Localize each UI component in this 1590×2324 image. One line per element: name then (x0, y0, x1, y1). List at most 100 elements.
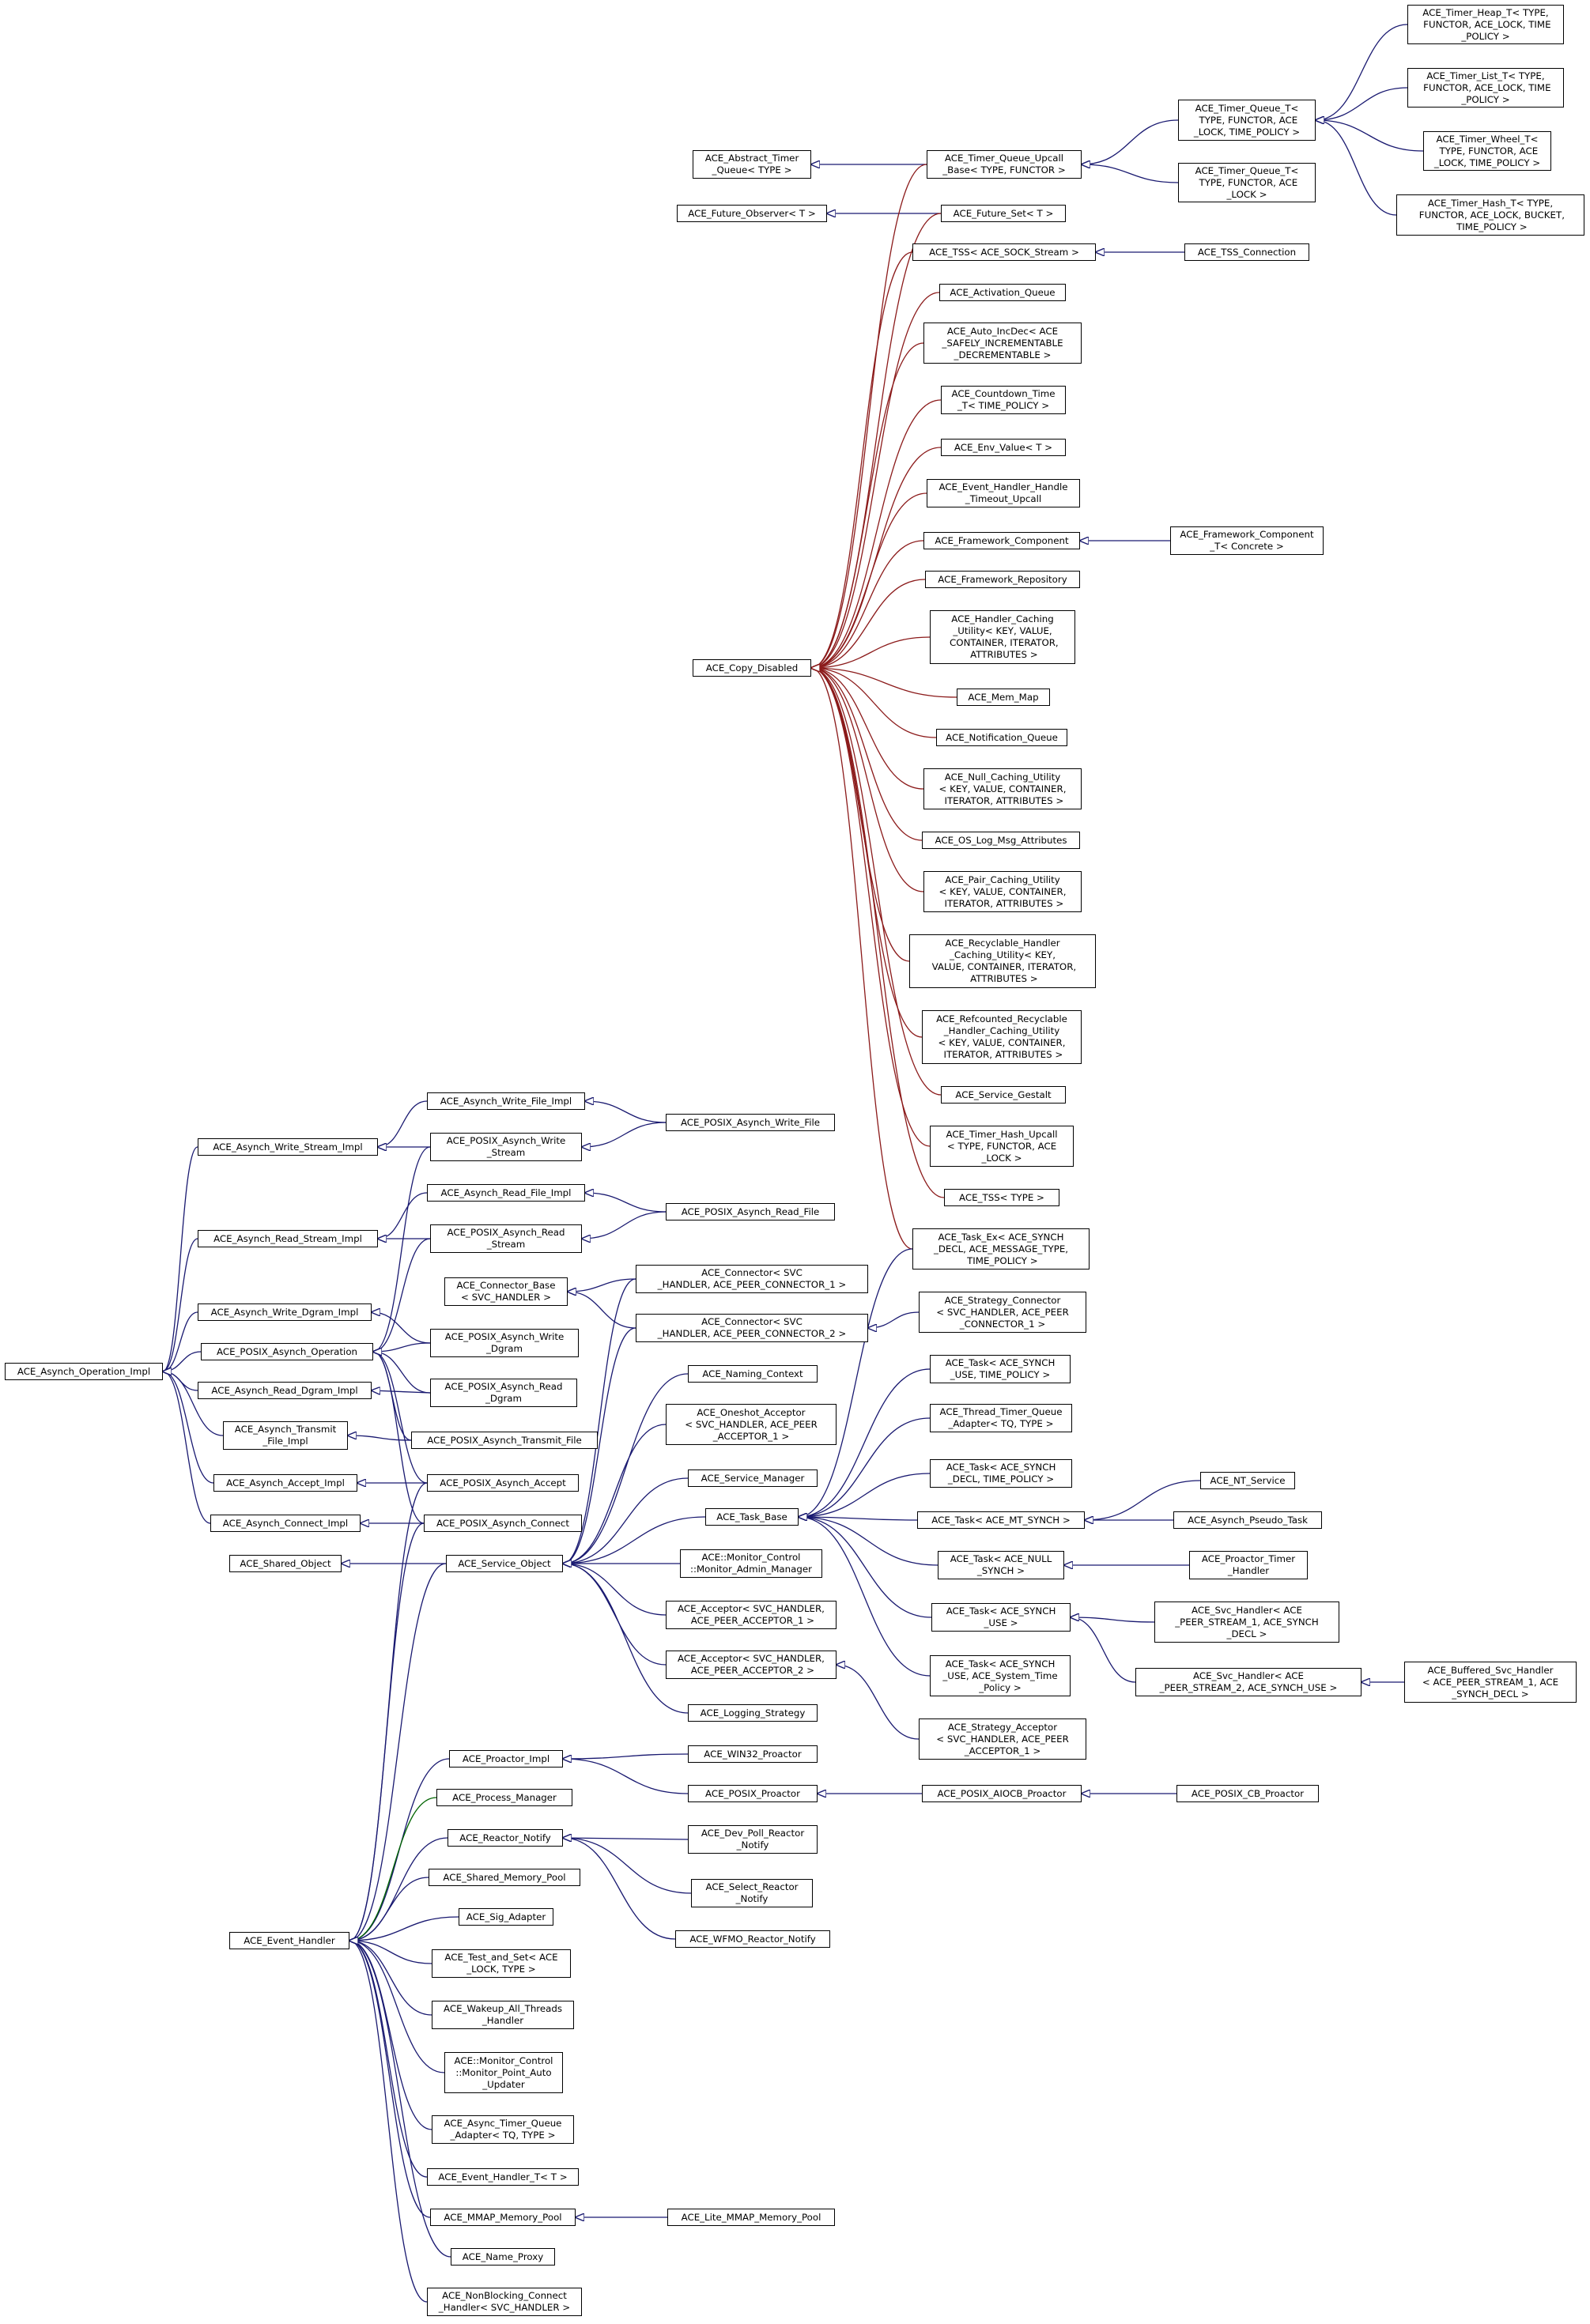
node-ace-task-system-time-policy[interactable]: ACE_Task< ACE_SYNCH _USE, ACE_System_Tim… (930, 1655, 1071, 1696)
node-ace-posix-asynch-operation[interactable]: ACE_POSIX_Asynch_Operation (201, 1343, 373, 1360)
node-ace-tss-sock-stream[interactable]: ACE_TSS< ACE_SOCK_Stream > (912, 243, 1096, 261)
node-ace-timer-hash-t[interactable]: ACE_Timer_Hash_T< TYPE, FUNCTOR, ACE_LOC… (1396, 194, 1584, 236)
node-ace-tss-type[interactable]: ACE_TSS< TYPE > (944, 1189, 1059, 1206)
node-ace-sig-adapter[interactable]: ACE_Sig_Adapter (459, 1908, 553, 1926)
node-ace-asynch-operation-impl[interactable]: ACE_Asynch_Operation_Impl (5, 1363, 163, 1380)
node-ace-proactor-impl[interactable]: ACE_Proactor_Impl (449, 1750, 563, 1768)
node-ace-wakeup-all-threads-handler[interactable]: ACE_Wakeup_All_Threads _Handler (432, 2001, 574, 2029)
node-ace-task-ex[interactable]: ACE_Task_Ex< ACE_SYNCH _DECL, ACE_MESSAG… (912, 1228, 1090, 1270)
node-ace-timer-heap-t[interactable]: ACE_Timer_Heap_T< TYPE, FUNCTOR, ACE_LOC… (1407, 5, 1564, 44)
node-ace-connector-2[interactable]: ACE_Connector< SVC _HANDLER, ACE_PEER_CO… (636, 1314, 868, 1342)
node-ace-countdown-time-t[interactable]: ACE_Countdown_Time _T< TIME_POLICY > (941, 386, 1066, 414)
node-ace-asynch-transmit-file-impl[interactable]: ACE_Asynch_Transmit _File_Impl (223, 1421, 348, 1450)
node-ace-thread-timer-queue-adapter[interactable]: ACE_Thread_Timer_Queue _Adapter< TQ, TYP… (930, 1404, 1072, 1432)
node-ace-naming-context[interactable]: ACE_Naming_Context (688, 1365, 818, 1383)
node-ace-task-null-synch[interactable]: ACE_Task< ACE_NULL _SYNCH > (938, 1551, 1064, 1579)
node-ace-win32-proactor[interactable]: ACE_WIN32_Proactor (688, 1745, 818, 1763)
node-ace-mmap-memory-pool[interactable]: ACE_MMAP_Memory_Pool (430, 2209, 576, 2226)
node-ace-asynch-read-dgram-impl[interactable]: ACE_Asynch_Read_Dgram_Impl (198, 1382, 372, 1399)
node-ace-process-manager[interactable]: ACE_Process_Manager (436, 1789, 572, 1806)
node-ace-timer-hash-upcall[interactable]: ACE_Timer_Hash_Upcall < TYPE, FUNCTOR, A… (930, 1126, 1074, 1167)
node-ace-timer-queue-t-policy[interactable]: ACE_Timer_Queue_T< TYPE, FUNCTOR, ACE _L… (1178, 100, 1316, 141)
node-ace-posix-asynch-read-file[interactable]: ACE_POSIX_Asynch_Read_File (666, 1203, 835, 1220)
node-ace-nonblocking-connect-handler[interactable]: ACE_NonBlocking_Connect _Handler< SVC_HA… (427, 2288, 582, 2316)
node-ace-connector-1[interactable]: ACE_Connector< SVC _HANDLER, ACE_PEER_CO… (636, 1265, 868, 1293)
node-ace-posix-asynch-accept[interactable]: ACE_POSIX_Asynch_Accept (427, 1474, 579, 1492)
node-ace-asynch-write-stream-impl[interactable]: ACE_Asynch_Write_Stream_Impl (198, 1138, 378, 1156)
node-ace-monitor-point-auto-updater[interactable]: ACE::Monitor_Control ::Monitor_Point_Aut… (444, 2052, 563, 2093)
node-ace-posix-asynch-read-dgram[interactable]: ACE_POSIX_Asynch_Read _Dgram (430, 1379, 577, 1407)
node-ace-buffered-svc-handler[interactable]: ACE_Buffered_Svc_Handler < ACE_PEER_STRE… (1404, 1662, 1577, 1703)
node-ace-svc-handler-2[interactable]: ACE_Svc_Handler< ACE _PEER_STREAM_2, ACE… (1135, 1668, 1362, 1696)
node-ace-posix-proactor[interactable]: ACE_POSIX_Proactor (688, 1785, 818, 1802)
node-ace-task-mt-synch[interactable]: ACE_Task< ACE_MT_SYNCH > (917, 1511, 1085, 1529)
node-ace-posix-aiocb-proactor[interactable]: ACE_POSIX_AIOCB_Proactor (922, 1785, 1082, 1802)
node-ace-test-and-set[interactable]: ACE_Test_and_Set< ACE _LOCK, TYPE > (432, 1949, 571, 1978)
node-ace-oneshot-acceptor[interactable]: ACE_Oneshot_Acceptor < SVC_HANDLER, ACE_… (666, 1404, 837, 1445)
node-ace-asynch-read-stream-impl[interactable]: ACE_Asynch_Read_Stream_Impl (198, 1230, 378, 1247)
node-ace-acceptor-2[interactable]: ACE_Acceptor< SVC_HANDLER, ACE_PEER_ACCE… (666, 1651, 837, 1679)
node-ace-refcounted-recyclable-handler-caching-utility[interactable]: ACE_Refcounted_Recyclable _Handler_Cachi… (922, 1010, 1082, 1064)
node-ace-framework-component-t[interactable]: ACE_Framework_Component _T< Concrete > (1170, 526, 1324, 555)
node-ace-posix-asynch-read-stream[interactable]: ACE_POSIX_Asynch_Read _Stream (430, 1224, 582, 1253)
node-ace-abstract-timer-queue[interactable]: ACE_Abstract_Timer _Queue< TYPE > (693, 150, 811, 179)
node-ace-recyclable-handler-caching-utility[interactable]: ACE_Recyclable_Handler _Caching_Utility<… (909, 934, 1096, 988)
node-ace-reactor-notify[interactable]: ACE_Reactor_Notify (448, 1829, 563, 1847)
node-ace-wfmo-reactor-notify[interactable]: ACE_WFMO_Reactor_Notify (675, 1930, 830, 1948)
node-ace-logging-strategy[interactable]: ACE_Logging_Strategy (688, 1704, 818, 1722)
node-ace-nt-service[interactable]: ACE_NT_Service (1200, 1472, 1295, 1489)
node-ace-mem-map[interactable]: ACE_Mem_Map (957, 689, 1050, 706)
node-ace-posix-asynch-transmit-file[interactable]: ACE_POSIX_Asynch_Transmit_File (411, 1432, 598, 1449)
node-ace-notification-queue[interactable]: ACE_Notification_Queue (936, 729, 1067, 746)
node-ace-dev-poll-reactor-notify[interactable]: ACE_Dev_Poll_Reactor _Notify (688, 1825, 818, 1854)
node-ace-connector-base[interactable]: ACE_Connector_Base < SVC_HANDLER > (444, 1277, 568, 1306)
node-ace-lite-mmap-memory-pool[interactable]: ACE_Lite_MMAP_Memory_Pool (667, 2209, 835, 2226)
node-ace-svc-handler-1[interactable]: ACE_Svc_Handler< ACE _PEER_STREAM_1, ACE… (1154, 1602, 1339, 1643)
node-ace-select-reactor-notify[interactable]: ACE_Select_Reactor _Notify (691, 1879, 813, 1907)
node-ace-env-value[interactable]: ACE_Env_Value< T > (941, 439, 1066, 456)
node-ace-framework-repository[interactable]: ACE_Framework_Repository (925, 571, 1080, 588)
node-ace-monitor-admin-manager[interactable]: ACE::Monitor_Control ::Monitor_Admin_Man… (680, 1549, 822, 1578)
node-ace-service-object[interactable]: ACE_Service_Object (446, 1555, 563, 1572)
node-ace-copy-disabled[interactable]: ACE_Copy_Disabled (693, 659, 811, 677)
node-ace-posix-asynch-write-stream[interactable]: ACE_POSIX_Asynch_Write _Stream (430, 1133, 582, 1161)
node-ace-future-set[interactable]: ACE_Future_Set< T > (941, 205, 1066, 222)
node-ace-shared-memory-pool[interactable]: ACE_Shared_Memory_Pool (429, 1869, 580, 1886)
node-ace-tss-connection[interactable]: ACE_TSS_Connection (1184, 243, 1309, 261)
node-ace-event-handler-t[interactable]: ACE_Event_Handler_T< T > (427, 2168, 579, 2186)
node-ace-posix-asynch-write-dgram[interactable]: ACE_POSIX_Asynch_Write _Dgram (430, 1329, 579, 1357)
node-ace-task-synch-decl-policy[interactable]: ACE_Task< ACE_SYNCH _DECL, TIME_POLICY > (930, 1459, 1072, 1488)
node-ace-posix-asynch-write-file[interactable]: ACE_POSIX_Asynch_Write_File (666, 1114, 835, 1131)
node-ace-asynch-write-file-impl[interactable]: ACE_Asynch_Write_File_Impl (427, 1092, 585, 1110)
node-ace-asynch-write-dgram-impl[interactable]: ACE_Asynch_Write_Dgram_Impl (198, 1303, 372, 1321)
node-ace-timer-queue-t-lock[interactable]: ACE_Timer_Queue_T< TYPE, FUNCTOR, ACE _L… (1178, 163, 1316, 202)
node-ace-posix-cb-proactor[interactable]: ACE_POSIX_CB_Proactor (1176, 1785, 1319, 1802)
node-ace-asynch-read-file-impl[interactable]: ACE_Asynch_Read_File_Impl (427, 1184, 585, 1202)
node-ace-event-handler-handle-timeout-upcall[interactable]: ACE_Event_Handler_Handle _Timeout_Upcall (927, 479, 1080, 507)
node-ace-acceptor-1[interactable]: ACE_Acceptor< SVC_HANDLER, ACE_PEER_ACCE… (666, 1601, 837, 1629)
node-ace-task-synch-use[interactable]: ACE_Task< ACE_SYNCH _USE > (931, 1603, 1071, 1632)
node-ace-asynch-accept-impl[interactable]: ACE_Asynch_Accept_Impl (213, 1474, 357, 1492)
node-ace-name-proxy[interactable]: ACE_Name_Proxy (451, 2248, 555, 2266)
node-ace-null-caching-utility[interactable]: ACE_Null_Caching_Utility < KEY, VALUE, C… (923, 768, 1082, 809)
node-ace-framework-component[interactable]: ACE_Framework_Component (923, 532, 1080, 549)
node-ace-event-handler[interactable]: ACE_Event_Handler (229, 1932, 349, 1949)
node-ace-service-gestalt[interactable]: ACE_Service_Gestalt (941, 1086, 1066, 1104)
node-ace-os-log-msg-attributes[interactable]: ACE_OS_Log_Msg_Attributes (922, 832, 1080, 849)
node-ace-future-observer[interactable]: ACE_Future_Observer< T > (677, 205, 827, 222)
node-ace-service-manager[interactable]: ACE_Service_Manager (688, 1469, 818, 1487)
node-ace-posix-asynch-connect[interactable]: ACE_POSIX_Asynch_Connect (424, 1515, 582, 1532)
node-ace-activation-queue[interactable]: ACE_Activation_Queue (939, 284, 1066, 301)
node-ace-asynch-connect-impl[interactable]: ACE_Asynch_Connect_Impl (210, 1515, 361, 1532)
node-ace-timer-wheel-t[interactable]: ACE_Timer_Wheel_T< TYPE, FUNCTOR, ACE _L… (1423, 131, 1551, 171)
node-ace-strategy-acceptor[interactable]: ACE_Strategy_Acceptor < SVC_HANDLER, ACE… (919, 1718, 1086, 1760)
node-ace-shared-object[interactable]: ACE_Shared_Object (229, 1555, 342, 1572)
node-ace-handler-caching-utility[interactable]: ACE_Handler_Caching _Utility< KEY, VALUE… (930, 610, 1075, 664)
node-ace-task-synch-use-policy[interactable]: ACE_Task< ACE_SYNCH _USE, TIME_POLICY > (930, 1355, 1071, 1383)
node-ace-strategy-connector[interactable]: ACE_Strategy_Connector < SVC_HANDLER, AC… (919, 1292, 1086, 1333)
node-ace-timer-list-t[interactable]: ACE_Timer_List_T< TYPE, FUNCTOR, ACE_LOC… (1407, 68, 1564, 108)
node-ace-auto-incdec[interactable]: ACE_Auto_IncDec< ACE _SAFELY_INCREMENTAB… (923, 323, 1082, 364)
node-ace-proactor-timer-handler[interactable]: ACE_Proactor_Timer _Handler (1189, 1551, 1308, 1579)
node-ace-async-timer-queue-adapter[interactable]: ACE_Async_Timer_Queue _Adapter< TQ, TYPE… (432, 2115, 574, 2144)
node-ace-pair-caching-utility[interactable]: ACE_Pair_Caching_Utility < KEY, VALUE, C… (923, 871, 1082, 912)
